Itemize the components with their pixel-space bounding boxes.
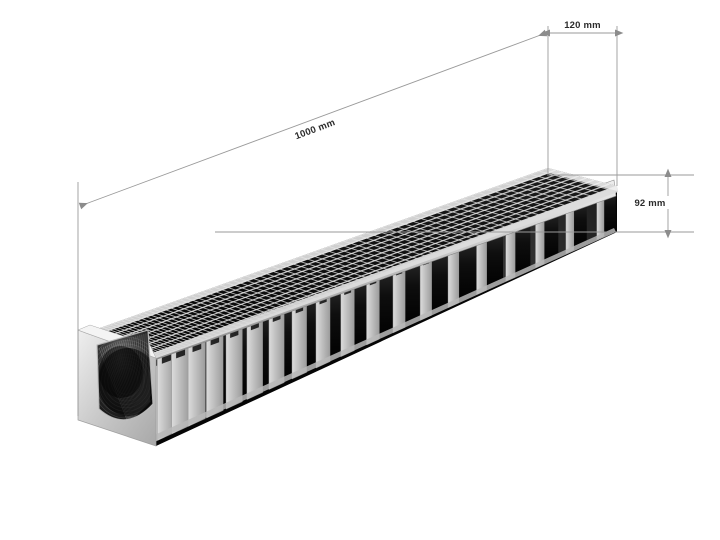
trough-highlights xyxy=(97,331,153,420)
product-drainage-channel xyxy=(77,168,618,447)
length-dimension-label: 1000 mm xyxy=(293,117,336,142)
height-label-group: 92 mm xyxy=(627,196,673,209)
channel-body xyxy=(150,184,617,446)
grating-far-frame xyxy=(86,168,550,338)
length-label-backdrop xyxy=(287,114,343,146)
dimension-annotations xyxy=(77,26,694,416)
width-label-backdrop xyxy=(556,18,609,31)
grating-end-frame xyxy=(548,168,617,191)
height-label-backdrop xyxy=(627,196,673,209)
trough-rim xyxy=(96,329,154,421)
rib-fins xyxy=(151,188,616,444)
dimension-labels: 1000 mm 120 mm 92 mm xyxy=(287,18,673,209)
width-label-group: 120 mm xyxy=(556,18,609,31)
height-dimension-label: 92 mm xyxy=(634,198,665,209)
grating-near-frame xyxy=(153,186,618,359)
length-dimension-line xyxy=(78,29,548,210)
near-end-assembly xyxy=(77,324,157,447)
body-bottom-edge xyxy=(150,228,616,442)
width-dimension-label: 120 mm xyxy=(564,20,601,31)
